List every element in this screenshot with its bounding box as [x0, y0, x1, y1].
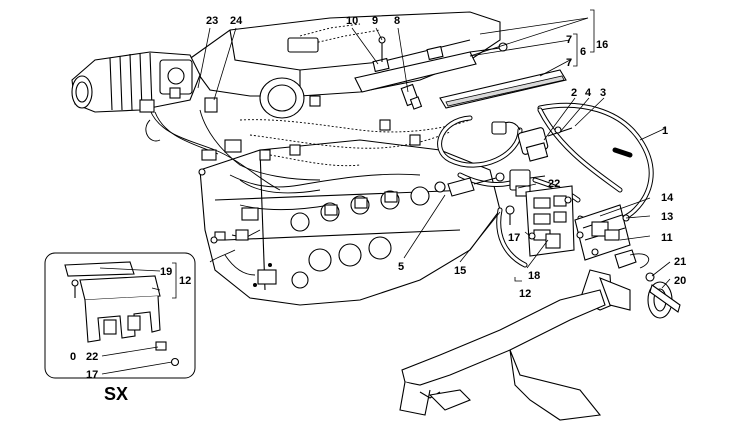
callout-12-inset: 12: [179, 275, 191, 287]
callout-19: 19: [160, 266, 172, 278]
callout-3: 3: [600, 87, 606, 99]
fuel-rail-assembly: [354, 36, 567, 110]
callout-1: 1: [662, 125, 668, 137]
callout-16: 16: [596, 39, 608, 51]
inset-sx: [44, 252, 196, 379]
callout-15: 15: [454, 265, 466, 277]
leader-lines: [99, 9, 671, 375]
callout-17-main: 17: [508, 232, 520, 244]
callout-22-main: 22: [548, 178, 560, 190]
callout-11: 11: [661, 232, 673, 244]
callout-22-inset: 22: [86, 351, 98, 363]
callout-14: 14: [661, 192, 674, 204]
callout-labels: 23 24 10 9 8 16 7 6 7 2 4 3 1 22 14 13 1…: [70, 15, 686, 404]
callout-9: 9: [372, 15, 378, 27]
inset-label-sx: SX: [104, 384, 128, 404]
callout-13: 13: [661, 211, 673, 223]
callout-21: 21: [674, 256, 686, 268]
clamp-20-21: [645, 272, 681, 319]
solenoid-valve-2: [491, 121, 573, 162]
callout-10: 10: [346, 15, 358, 27]
callout-8: 8: [394, 15, 400, 27]
wiring-harness: [139, 87, 471, 285]
ecu-bracket-main: [525, 185, 575, 257]
callout-17-inset: 17: [86, 369, 98, 381]
callout-5: 5: [398, 261, 404, 273]
callout-2: 2: [571, 87, 577, 99]
callout-6: 6: [580, 46, 586, 58]
callout-7-upper: 7: [566, 34, 572, 46]
chassis-frame: [399, 269, 631, 421]
sensor-5-15: [447, 169, 546, 225]
air-intake-duct: [71, 51, 201, 113]
callout-12-main: 12: [519, 288, 531, 300]
callout-20: 20: [674, 275, 686, 287]
ecu-module-right: [574, 204, 650, 269]
callout-24: 24: [230, 15, 243, 27]
callout-18: 18: [528, 270, 540, 282]
callout-0: 0: [70, 351, 76, 363]
callout-4: 4: [585, 87, 592, 99]
callout-23: 23: [206, 15, 218, 27]
callout-7-lower: 7: [566, 57, 572, 69]
